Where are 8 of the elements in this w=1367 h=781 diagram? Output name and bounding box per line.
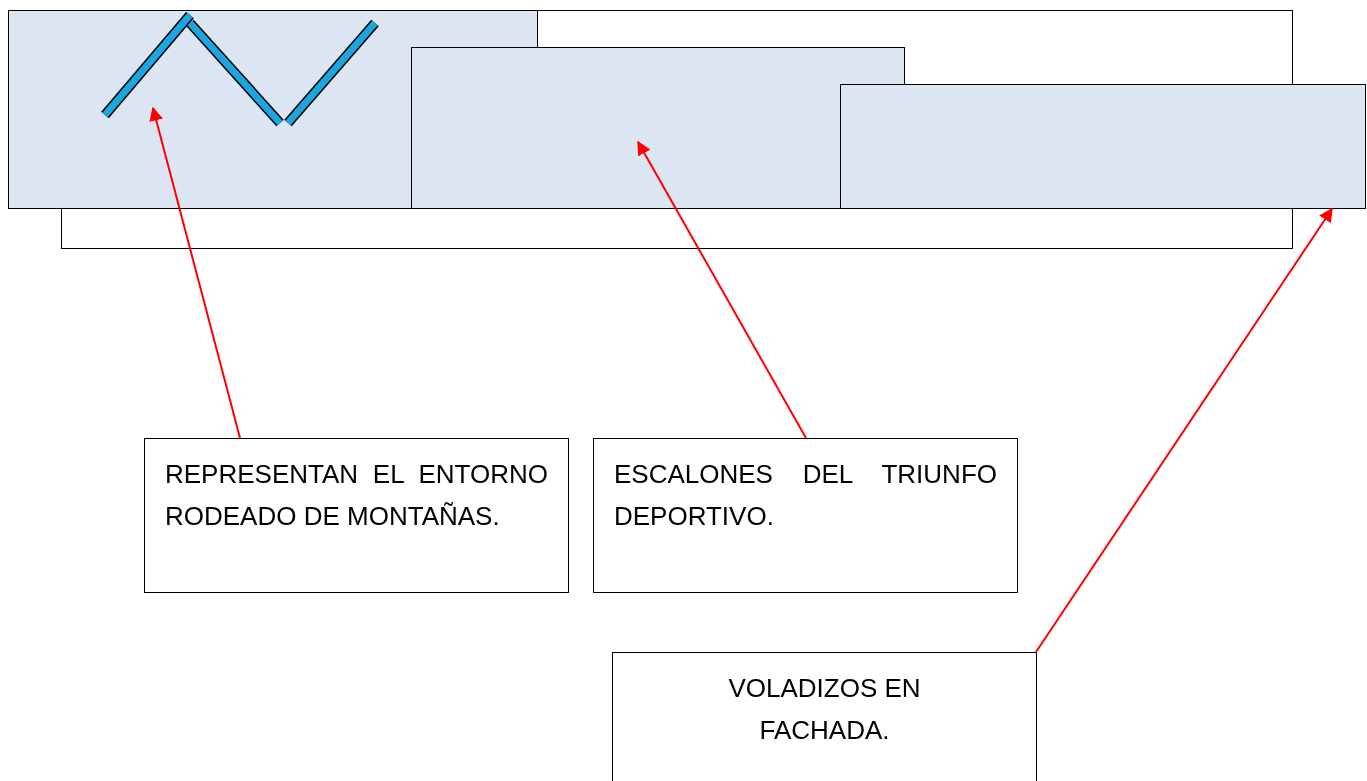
- callout-box: ESCALONES DEL TRIUNFO DEPORTIVO.: [593, 438, 1018, 593]
- facade-volume: [411, 47, 905, 209]
- leader-line: [637, 140, 807, 439]
- facade-volume: [840, 84, 1366, 209]
- leader-line: [1035, 207, 1333, 653]
- callout-box: REPRESENTAN EL ENTORNO RODEADO DE MONTAÑAS.: [144, 438, 569, 593]
- callout-box: VOLADIZOS EN FACHADA.: [612, 652, 1037, 781]
- leader-line: [149, 106, 241, 439]
